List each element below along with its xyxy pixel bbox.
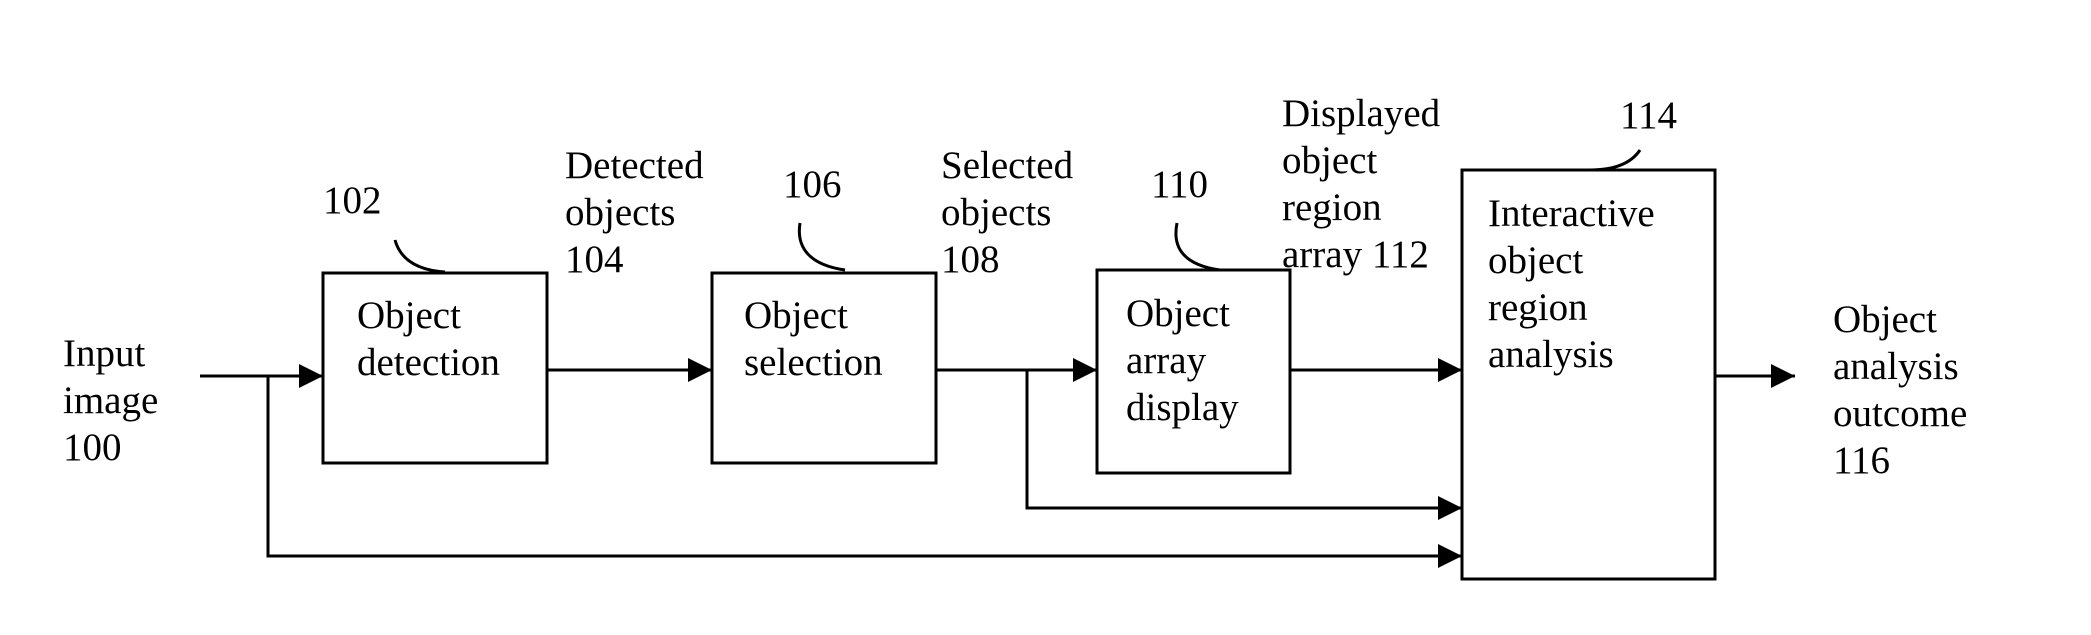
output-line: analysis — [1833, 343, 1967, 390]
signal-line: objects — [941, 189, 1073, 236]
object-analysis-outcome-label: Object analysis outcome 116 — [1833, 296, 1967, 484]
signal-line: array 112 — [1282, 231, 1440, 278]
block-line: object — [1488, 237, 1655, 284]
arrow-input-bypass — [268, 376, 1462, 556]
block-line: Interactive — [1488, 190, 1655, 237]
input-line: 100 — [63, 424, 158, 471]
block-line: array — [1126, 337, 1239, 384]
signal-line: Detected — [565, 142, 704, 189]
block-line: analysis — [1488, 331, 1655, 378]
arrow-selected-bypass — [1027, 370, 1462, 508]
ref-106-label: 106 — [783, 161, 842, 208]
block-line: Object — [744, 292, 883, 339]
output-line: Object — [1833, 296, 1967, 343]
object-selection-text: Object selection — [744, 292, 883, 386]
ref-114-label: 114 — [1620, 92, 1677, 139]
signal-line: 108 — [941, 236, 1073, 283]
block-line: region — [1488, 284, 1655, 331]
output-line: 116 — [1833, 437, 1967, 484]
input-image-label: Input image 100 — [63, 330, 158, 471]
signal-line: object — [1282, 137, 1440, 184]
object-array-display-text: Object array display — [1126, 290, 1239, 431]
signal-line: region — [1282, 184, 1440, 231]
signal-line: Selected — [941, 142, 1073, 189]
signal-line: Displayed — [1282, 90, 1440, 137]
signal-line: 104 — [565, 236, 704, 283]
ref-leader-102 — [395, 240, 445, 272]
ref-102-label: 102 — [323, 177, 382, 224]
ref-110-label: 110 — [1151, 161, 1208, 208]
interactive-analysis-text: Interactive object region analysis — [1488, 190, 1655, 378]
block-line: selection — [744, 339, 883, 386]
ref-leader-106 — [799, 223, 845, 270]
selected-objects-label: Selected objects 108 — [941, 142, 1073, 283]
block-line: display — [1126, 384, 1239, 431]
object-detection-text: Object detection — [357, 292, 500, 386]
block-line: Object — [357, 292, 500, 339]
input-line: image — [63, 377, 158, 424]
output-line: outcome — [1833, 390, 1967, 437]
ref-leader-110 — [1176, 223, 1220, 270]
input-line: Input — [63, 330, 158, 377]
detected-objects-label: Detected objects 104 — [565, 142, 704, 283]
block-line: Object — [1126, 290, 1239, 337]
displayed-array-label: Displayed object region array 112 — [1282, 90, 1440, 278]
signal-line: objects — [565, 189, 704, 236]
block-line: detection — [357, 339, 500, 386]
ref-leader-114 — [1590, 150, 1640, 170]
